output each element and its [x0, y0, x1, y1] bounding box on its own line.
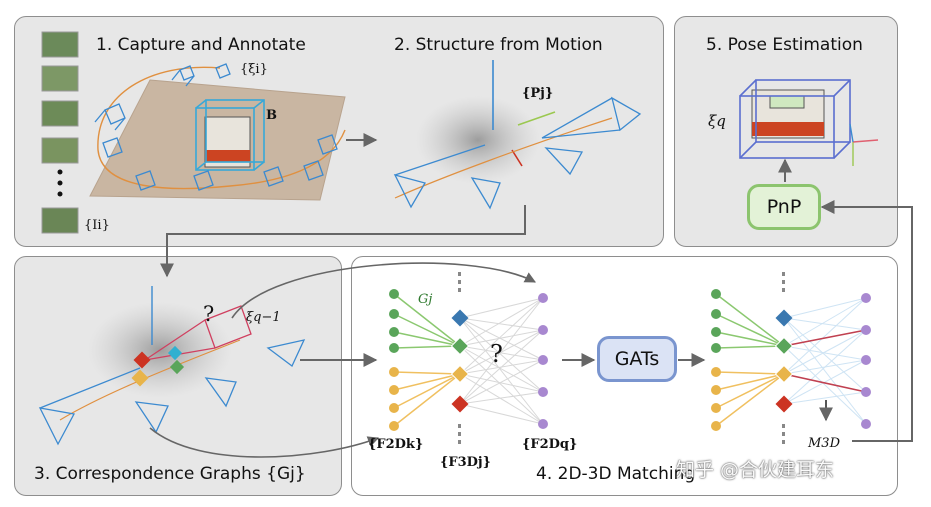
bounding-box-b	[195, 99, 265, 171]
diamond-3d-red	[451, 395, 469, 413]
title-pose: 5. Pose Estimation	[706, 35, 863, 55]
matching-graph-left	[389, 272, 548, 444]
label-images: {Ii}	[84, 218, 110, 233]
label-points: {Pj}	[522, 86, 554, 101]
thumbnail	[41, 100, 79, 127]
title-sfm: 2. Structure from Motion	[394, 35, 603, 55]
capture-cameras	[94, 63, 338, 191]
connector-matching-to-pnp	[820, 200, 913, 442]
corr-diamond-red	[133, 351, 151, 369]
camera-trajectory	[97, 66, 346, 190]
label-question-corr: ?	[203, 302, 215, 326]
matching-graph-right	[711, 272, 871, 444]
label-xi-inverse: ξq−1	[246, 310, 281, 325]
panel-capture-sfm	[14, 16, 664, 247]
thumbnail	[41, 137, 79, 164]
thumbnail	[41, 65, 79, 92]
label-m3d: M3D	[808, 436, 841, 451]
label-question-match: ?	[490, 340, 503, 368]
corr-diamond-cyan	[167, 345, 183, 361]
curve-top	[231, 262, 536, 319]
pose-object	[751, 89, 825, 139]
corr-diamond-green	[169, 359, 185, 375]
title-correspondence: 3. Correspondence Graphs {Gj}	[34, 464, 306, 484]
corr-cameras	[38, 305, 306, 446]
diamond-3d-blue	[451, 309, 469, 327]
connector-sfm-to-corr	[160, 205, 526, 278]
diamond-3d-yellow	[450, 364, 470, 384]
label-xi: {ξi}	[240, 62, 268, 77]
pnp-module: PnP	[747, 184, 821, 230]
watermark: 知乎 @合伙建耳东	[676, 459, 835, 481]
corr-diamond-yellow	[131, 369, 149, 387]
label-g-j: Gj	[418, 292, 433, 307]
label-f2d-k: {F2Dk}	[368, 437, 424, 452]
title-capture: 1. Capture and Annotate	[96, 35, 306, 55]
label-f2d-q: {F2Dq}	[522, 437, 578, 452]
curve-bottom	[149, 427, 380, 458]
title-matching: 4. 2D-3D Matching	[536, 464, 696, 484]
pose-box	[739, 79, 851, 159]
point-cloud	[416, 96, 540, 184]
sfm-cameras	[393, 96, 642, 210]
thumbnail	[41, 207, 79, 234]
diamond-3d-green	[450, 336, 470, 356]
gats-module: GATs	[597, 336, 677, 382]
thumbnail	[41, 31, 79, 58]
pose-axes	[849, 123, 879, 166]
nodes-query	[538, 293, 548, 429]
object-device	[204, 116, 251, 168]
nodes-2d-yellow	[389, 367, 399, 431]
image-thumbnails	[41, 31, 79, 234]
label-xi-q: ξq	[708, 112, 726, 130]
label-box-b: B	[266, 108, 277, 123]
label-f3d-j: {F3Dj}	[440, 455, 491, 470]
nodes-2d-green	[389, 289, 399, 353]
